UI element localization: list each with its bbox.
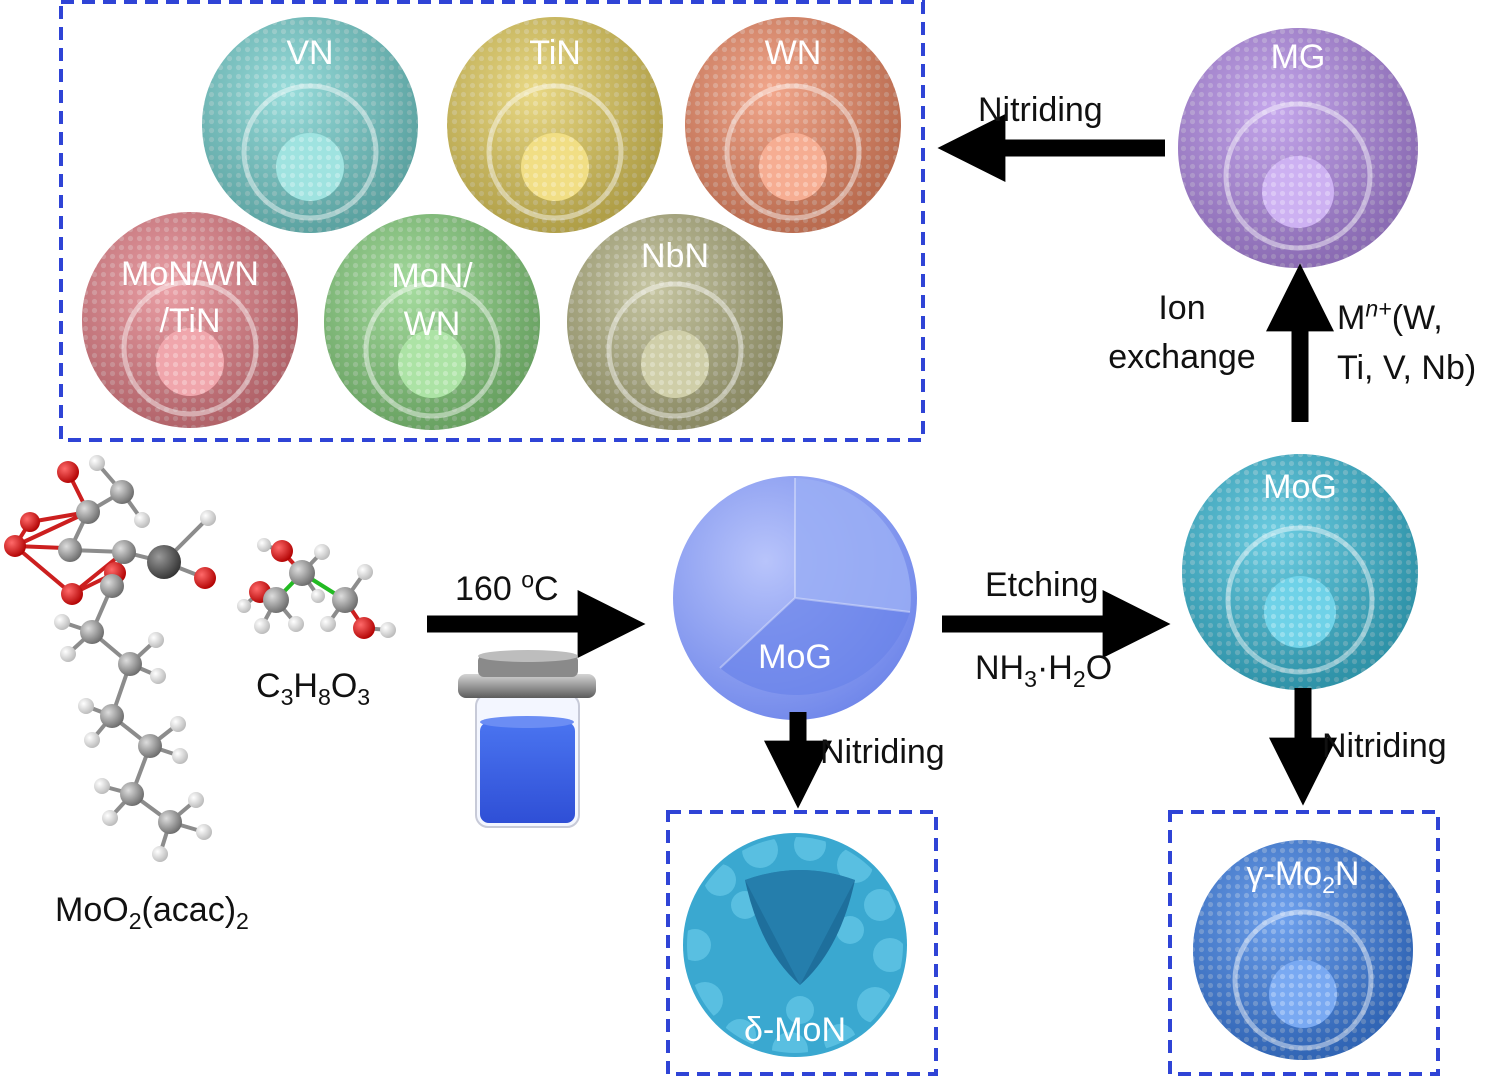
wn-sphere xyxy=(685,17,901,233)
moo2-acac2-formula-label: MoO2(acac)2 xyxy=(55,891,249,934)
ion-exchange-label-line2: exchange xyxy=(1108,338,1256,376)
mg-sphere xyxy=(1178,28,1418,268)
nbn-sphere xyxy=(567,214,783,430)
mog-etched-label: MoG xyxy=(1263,468,1337,506)
vn-label: VN xyxy=(286,34,334,72)
nitriding-mid-label: Nitriding xyxy=(820,733,945,771)
mog-etched-sphere xyxy=(1182,454,1418,690)
mon-wn-tin-label-line2: /TiN xyxy=(159,302,221,340)
moo2-acac2-molecule xyxy=(4,455,216,862)
gamma-mo2n-label: γ-Mo2N xyxy=(1246,855,1360,898)
glycerol-formula-label: C3H8O3 xyxy=(256,667,371,710)
mg-label: MG xyxy=(1270,38,1326,76)
metal-ions-label-line1: Mn+(W, xyxy=(1337,295,1443,337)
etching-label: Etching xyxy=(985,566,1099,604)
nitriding-top-label: Nitriding xyxy=(978,91,1103,129)
nbn-label: NbN xyxy=(640,237,710,275)
etchant-label: NH3·H2O xyxy=(975,649,1113,692)
mon-wn-label-line1: MoN/ xyxy=(391,257,473,295)
glycerol-molecule xyxy=(237,538,396,639)
tin-label: TiN xyxy=(529,34,581,72)
ion-exchange-label-line1: Ion xyxy=(1158,289,1206,327)
mon-wn-tin-sphere xyxy=(82,212,298,428)
mog-solid-sphere xyxy=(673,476,917,720)
solvothermal-temp-label: 160 oC xyxy=(455,566,559,608)
wn-label: WN xyxy=(764,34,822,72)
nitride-products-box xyxy=(59,0,925,442)
nitriding-right-label: Nitriding xyxy=(1322,727,1447,765)
mon-wn-sphere xyxy=(324,214,540,430)
mon-wn-label-line2: WN xyxy=(403,305,461,343)
tin-sphere xyxy=(447,17,663,233)
mon-wn-tin-label-line1: MoN/WN xyxy=(121,255,259,293)
delta-mon-sphere xyxy=(683,833,907,1057)
gamma-mo2n-sphere xyxy=(1193,840,1413,1060)
delta-mon-label: δ-MoN xyxy=(743,1011,847,1049)
mog-solid-label: MoG xyxy=(758,638,832,676)
metal-ions-label-line2: Ti, V, Nb) xyxy=(1337,349,1477,387)
reaction-vial xyxy=(458,650,596,828)
delta-mon-box xyxy=(666,810,938,1076)
vn-sphere xyxy=(202,17,418,233)
gamma-mo2n-box xyxy=(1168,810,1440,1076)
